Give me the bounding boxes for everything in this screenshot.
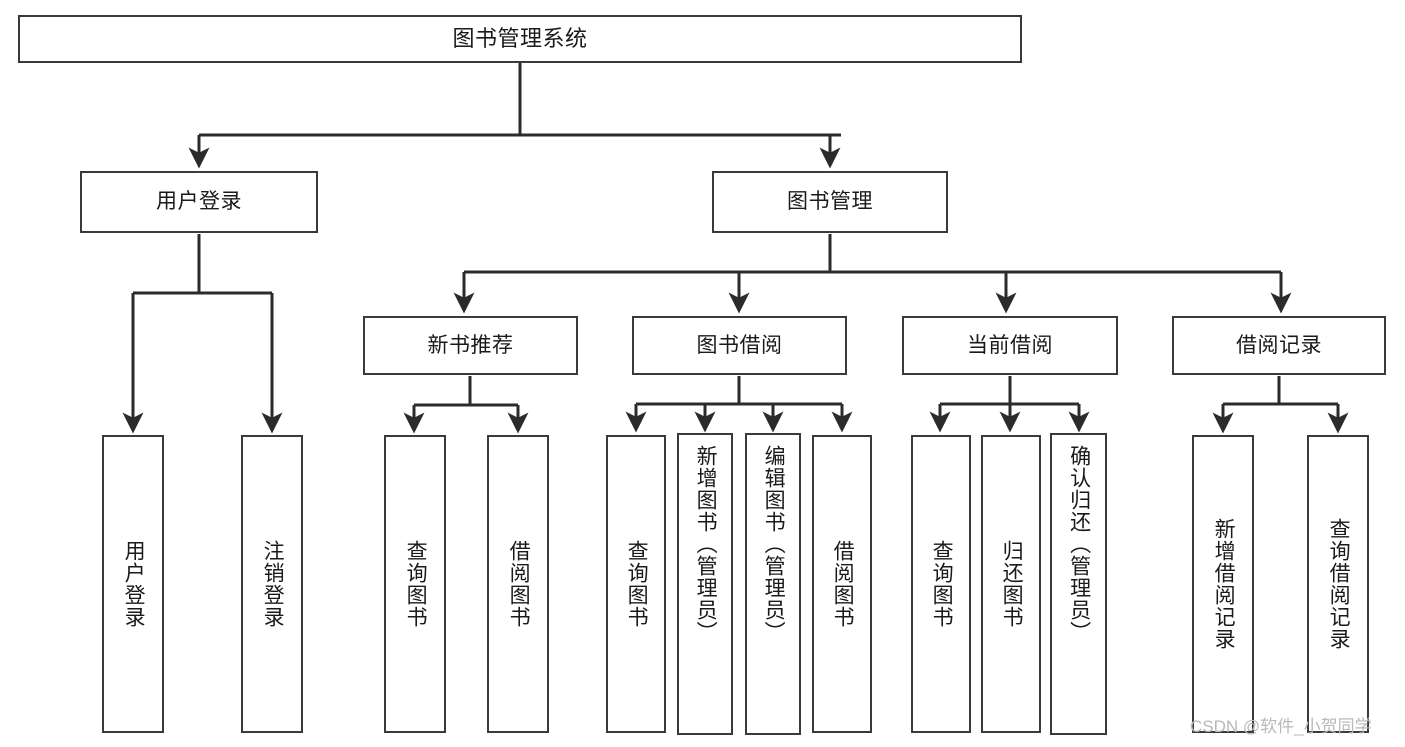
leaf-current-query-book[interactable]: 查询图书 bbox=[911, 435, 971, 733]
leaf-borrow-add-book-admin[interactable]: 新增图书（管理员） bbox=[677, 433, 733, 735]
node-book-borrow[interactable]: 图书借阅 bbox=[632, 316, 847, 375]
leaf-record-add-borrow-record[interactable]: 新增借阅记录 bbox=[1192, 435, 1254, 733]
leaf-recommend-query-book[interactable]: 查询图书 bbox=[384, 435, 446, 733]
node-label: 新增图书（管理员） bbox=[694, 445, 718, 643]
node-label: 查询图书 bbox=[930, 540, 954, 628]
node-user-login[interactable]: 用户登录 bbox=[80, 171, 318, 233]
node-label: 借阅图书 bbox=[831, 540, 855, 628]
leaf-borrow-query-book[interactable]: 查询图书 bbox=[606, 435, 666, 733]
leaf-user-login[interactable]: 用户登录 bbox=[102, 435, 164, 733]
node-label: 查询图书 bbox=[404, 540, 428, 628]
node-label: 编辑图书（管理员） bbox=[762, 445, 786, 643]
node-borrow-record[interactable]: 借阅记录 bbox=[1172, 316, 1386, 375]
node-label: 新增借阅记录 bbox=[1212, 518, 1236, 650]
node-label: 新书推荐 bbox=[427, 333, 514, 357]
leaf-user-logout[interactable]: 注销登录 bbox=[241, 435, 303, 733]
leaf-current-confirm-return-admin[interactable]: 确认归还（管理员） bbox=[1050, 433, 1107, 735]
node-label: 借阅图书 bbox=[507, 540, 531, 628]
leaf-current-return-book[interactable]: 归还图书 bbox=[981, 435, 1041, 733]
node-label: 注销登录 bbox=[261, 540, 285, 628]
node-label: 查询图书 bbox=[625, 540, 649, 628]
node-label: 图书借阅 bbox=[696, 333, 783, 357]
node-label: 查询借阅记录 bbox=[1327, 518, 1351, 650]
node-label: 借阅记录 bbox=[1236, 333, 1322, 357]
node-label: 用户登录 bbox=[122, 540, 146, 628]
node-current-borrow[interactable]: 当前借阅 bbox=[902, 316, 1118, 375]
node-label: 归还图书 bbox=[1000, 540, 1024, 628]
node-label: 确认归还（管理员） bbox=[1067, 445, 1091, 643]
leaf-record-query-borrow-record[interactable]: 查询借阅记录 bbox=[1307, 435, 1369, 733]
leaf-recommend-borrow-book[interactable]: 借阅图书 bbox=[487, 435, 549, 733]
node-label: 用户登录 bbox=[156, 190, 242, 214]
node-label: 图书管理系统 bbox=[452, 25, 588, 51]
node-book-management[interactable]: 图书管理 bbox=[712, 171, 948, 233]
node-new-book-recommend[interactable]: 新书推荐 bbox=[363, 316, 578, 375]
leaf-borrow-edit-book-admin[interactable]: 编辑图书（管理员） bbox=[745, 433, 801, 735]
node-root-book-management-system[interactable]: 图书管理系统 bbox=[18, 15, 1022, 63]
node-label: 图书管理 bbox=[787, 190, 873, 214]
csdn-watermark: CSDN @软件_小贺同学 bbox=[1190, 717, 1372, 736]
leaf-borrow-borrow-book[interactable]: 借阅图书 bbox=[812, 435, 872, 733]
node-label: 当前借阅 bbox=[967, 333, 1053, 357]
